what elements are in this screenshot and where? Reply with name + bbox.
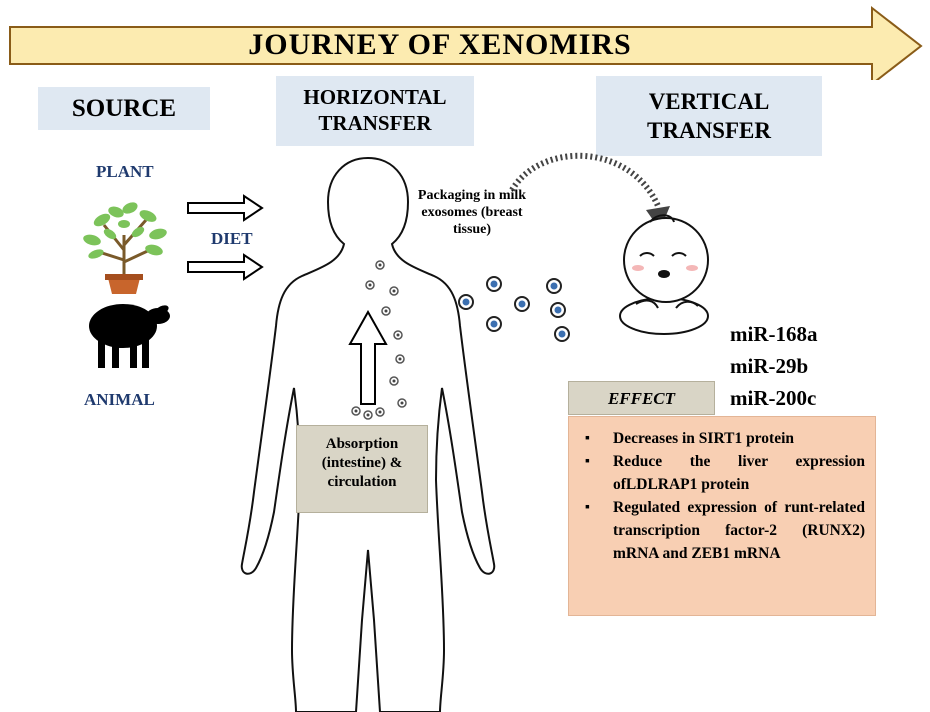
page-title: JOURNEY OF XENOMIRS [248, 28, 632, 61]
effect-label: EFFECT [568, 381, 715, 415]
label-diet: DIET [211, 229, 253, 248]
effect-item: Decreases in SIRT1 protein [579, 427, 865, 450]
effect-box: Decreases in SIRT1 protein Reduce the li… [568, 416, 876, 616]
plant-icon [83, 202, 167, 294]
header-horizontal-transfer: HORIZONTAL TRANSFER [276, 76, 474, 146]
effect-item: Reduce the liver expression ofLDLRAP1 pr… [579, 450, 865, 496]
banner-arrow [9, 5, 923, 80]
diet-arrow-top [187, 194, 264, 222]
mirna-label-3: miR-200c [730, 386, 817, 410]
label-plant: PLANT [96, 162, 154, 181]
sheep-icon [89, 304, 170, 368]
mirna-label-2: miR-29b [730, 354, 809, 378]
absorption-box: Absorption (intestine) & circulation [296, 425, 428, 513]
packaging-text: Packaging in milk exosomes (breast tissu… [417, 188, 527, 237]
header-source: SOURCE [38, 87, 210, 130]
effect-item: Regulated expression of runt-related tra… [579, 496, 865, 565]
milk-exosomes [458, 276, 570, 342]
mirna-label-1: miR-168a [730, 322, 818, 346]
baby-icon [619, 214, 709, 335]
body-vesicles [351, 260, 407, 420]
absorption-up-arrow [348, 310, 388, 405]
header-vertical-transfer: VERTICAL TRANSFER [596, 76, 822, 156]
label-animal: ANIMAL [84, 390, 155, 409]
diet-arrow-bottom [187, 253, 264, 281]
